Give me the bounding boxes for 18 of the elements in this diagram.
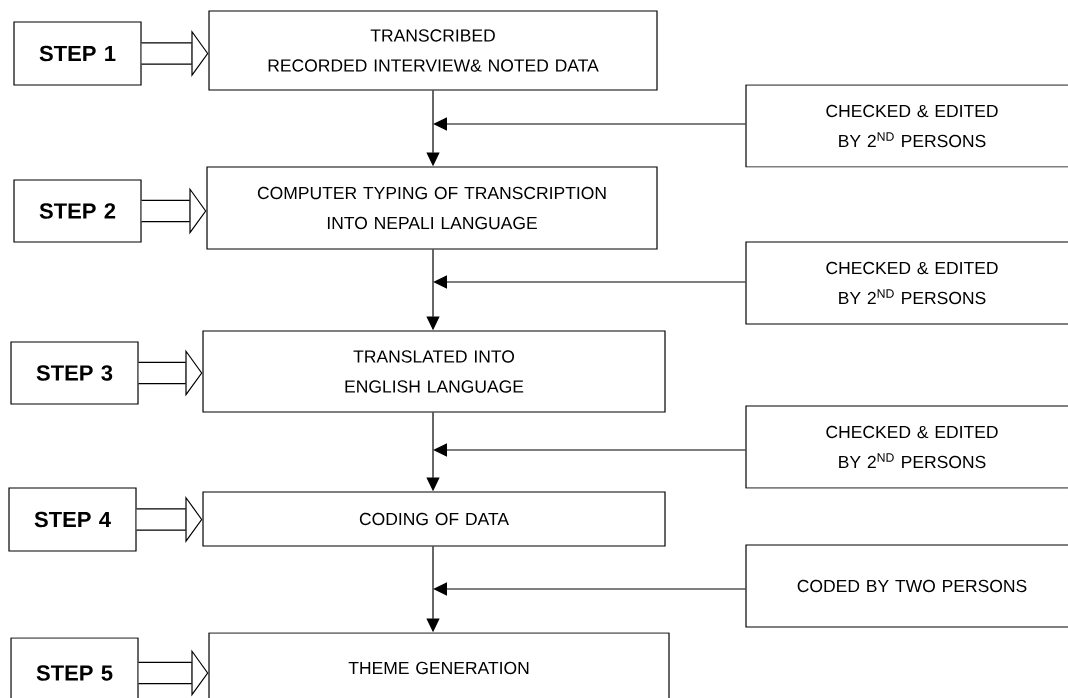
arrow <box>433 443 746 457</box>
step-box: STEP 2 <box>13 179 142 243</box>
arrow <box>433 117 746 131</box>
process-box: COMPUTER TYPING OF TRANSCRIPTION INTO NEPALI LANGUAGE <box>206 166 658 250</box>
step-box: STEP 5 <box>10 637 139 698</box>
step-box: STEP 3 <box>10 341 139 405</box>
arrow <box>433 275 746 289</box>
arrow <box>433 582 746 596</box>
note-box: CODED BY TWO PERSONS <box>745 544 1068 628</box>
step-box: STEP 4 <box>8 487 137 552</box>
process-box: CODING OF DATA <box>202 491 666 547</box>
note-box: CHECKED & EDITED BY 2$^{ND}$ PERSONS <box>745 405 1068 489</box>
note-box: CHECKED & EDITED BY 2$^{ND}$ PERSONS <box>745 84 1068 168</box>
process-box: TRANSLATED INTO ENGLISH LANGUAGE <box>202 330 666 413</box>
process-box: THEME GENERATION <box>208 632 670 698</box>
note-box: CHECKED & EDITED BY 2$^{ND}$ PERSONS <box>745 241 1068 325</box>
process-box: TRANSCRIBED RECORDED INTERVIEW& NOTED DATA <box>208 10 658 91</box>
step-box: STEP 1 <box>13 21 142 86</box>
